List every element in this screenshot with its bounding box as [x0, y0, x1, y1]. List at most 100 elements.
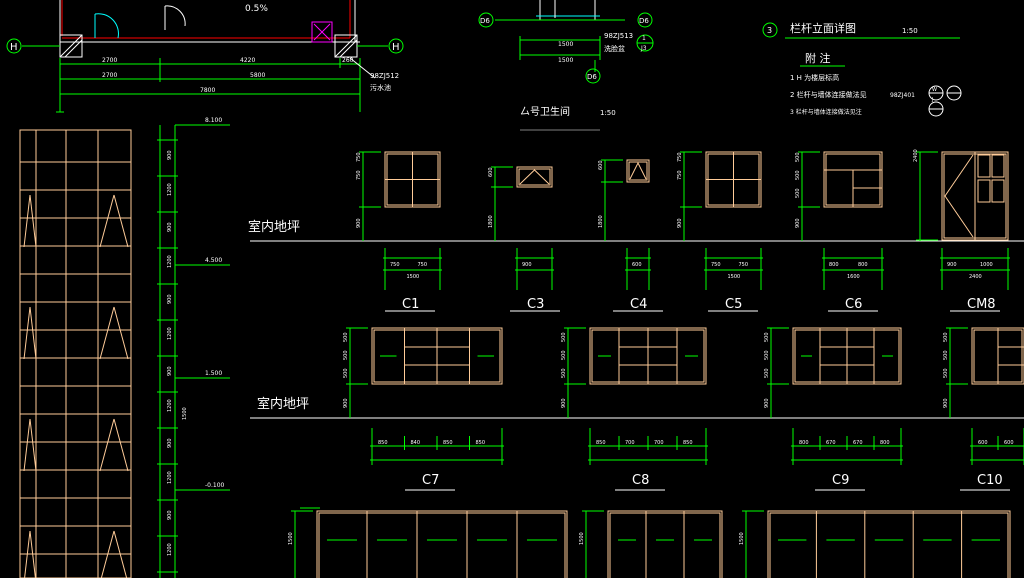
dim-text: 500 — [943, 368, 949, 378]
dim-text: 670 — [853, 440, 863, 446]
dim-text: 2400 — [969, 274, 982, 280]
dim-text: 700 — [654, 440, 664, 446]
dim: 4220 — [240, 57, 255, 64]
railing-diagonal — [113, 306, 129, 360]
axis-marker — [388, 38, 404, 54]
dim-text: 500 — [343, 350, 349, 360]
window-frame — [607, 510, 723, 578]
window-id: C7 — [422, 473, 439, 488]
pane — [991, 179, 1005, 203]
top-mid-plan — [478, 0, 654, 131]
window-id: C10 — [977, 473, 1003, 488]
axis-label: D6 — [639, 17, 649, 25]
dim-text: 670 — [826, 440, 836, 446]
dim: 1500 — [558, 57, 573, 64]
dim-text: 500 — [795, 170, 801, 180]
railing-dim-text: 1200 — [167, 183, 173, 196]
level-text: 1.500 — [205, 370, 222, 377]
dim-text: 600 — [598, 160, 604, 170]
railing-diagonal — [99, 306, 115, 360]
floor-label: 室内地坪 — [248, 219, 300, 235]
dim-text: 500 — [795, 152, 801, 162]
note-item: 1 H 为楼层标高 — [790, 73, 839, 82]
railing-diagonal — [99, 418, 115, 472]
railing-dim-text: 1200 — [167, 255, 173, 268]
dim-text: 750 — [677, 152, 683, 162]
dim-text: 850 — [596, 440, 606, 446]
window-frame — [767, 510, 1011, 578]
dim-text: 1500 — [288, 532, 294, 545]
axis-marker — [478, 12, 494, 28]
open-symbol — [944, 154, 974, 238]
dim-text: 800 — [829, 262, 839, 268]
window-partial: 1500 — [739, 510, 1011, 578]
dim-text: 1500 — [728, 274, 741, 280]
window-id: C8 — [632, 473, 649, 488]
pane — [991, 154, 1005, 178]
railing-elevation — [19, 129, 132, 578]
railing-dim-text: 900 — [167, 150, 173, 160]
dim-text: 500 — [561, 350, 567, 360]
railing-dim-text: 900 — [167, 294, 173, 304]
notes-heading: 附 注 — [805, 51, 831, 65]
dim-text: 900 — [561, 398, 567, 408]
notes-block — [762, 22, 962, 117]
level-text: -0.100 — [205, 482, 225, 489]
railing-diagonal — [29, 530, 36, 578]
railing-dimensions: -0.1001.5004.5008.1009001200900120090012… — [157, 117, 230, 578]
window-frame — [626, 159, 650, 183]
note-ref: 98ZJ401 — [890, 92, 915, 99]
notes-scale: 1:50 — [902, 27, 918, 35]
railing-diagonal — [29, 306, 37, 360]
railing-dim-text: 1200 — [167, 471, 173, 484]
dim-text: 500 — [943, 350, 949, 360]
dim: 2700 — [102, 72, 117, 79]
dim-text: 900 — [343, 398, 349, 408]
window-id: C5 — [725, 297, 742, 312]
dim: 260 — [342, 57, 354, 64]
railing-diagonal — [23, 418, 31, 472]
dim-text: 500 — [943, 332, 949, 342]
callout-bottom: J3 — [640, 45, 647, 52]
railing-diagonal — [24, 530, 31, 578]
dim-text: 500 — [343, 368, 349, 378]
notes-title: 栏杆立面详图 — [790, 21, 856, 35]
slope-text: 0.5% — [245, 4, 268, 14]
railing-diagonal — [29, 418, 37, 472]
dim-text: 750 — [356, 152, 362, 162]
dim-text: 500 — [764, 350, 770, 360]
railing-diagonal — [113, 530, 128, 578]
dim-text: 1500 — [407, 274, 420, 280]
railing-dim-text: 900 — [167, 222, 173, 232]
dim-text: 1600 — [847, 274, 860, 280]
top-plan — [6, 0, 404, 113]
dim-text: 600 — [632, 262, 642, 268]
dim-text: 500 — [764, 332, 770, 342]
window-frame-inner — [318, 512, 566, 578]
ref-label: 洗脸盆 — [604, 44, 625, 53]
dim: 2700 — [102, 57, 117, 64]
axis-marker — [585, 68, 601, 84]
dim-text: 850 — [443, 440, 453, 446]
detail-circle — [762, 22, 778, 38]
dim-text: 500 — [764, 368, 770, 378]
dim-text: 900 — [943, 398, 949, 408]
dim-text: 600 — [488, 167, 494, 177]
detail-num: 3 — [767, 26, 772, 35]
ref-code: 98ZJ512 — [370, 72, 399, 80]
dim-text: 750 — [739, 262, 749, 268]
dim-text: 900 — [764, 398, 770, 408]
dim-text: 500 — [561, 368, 567, 378]
window-partial: 1500 — [579, 510, 723, 578]
dim-text: 750 — [390, 262, 400, 268]
window-id: C4 — [630, 297, 647, 312]
dim-text: 900 — [947, 262, 957, 268]
